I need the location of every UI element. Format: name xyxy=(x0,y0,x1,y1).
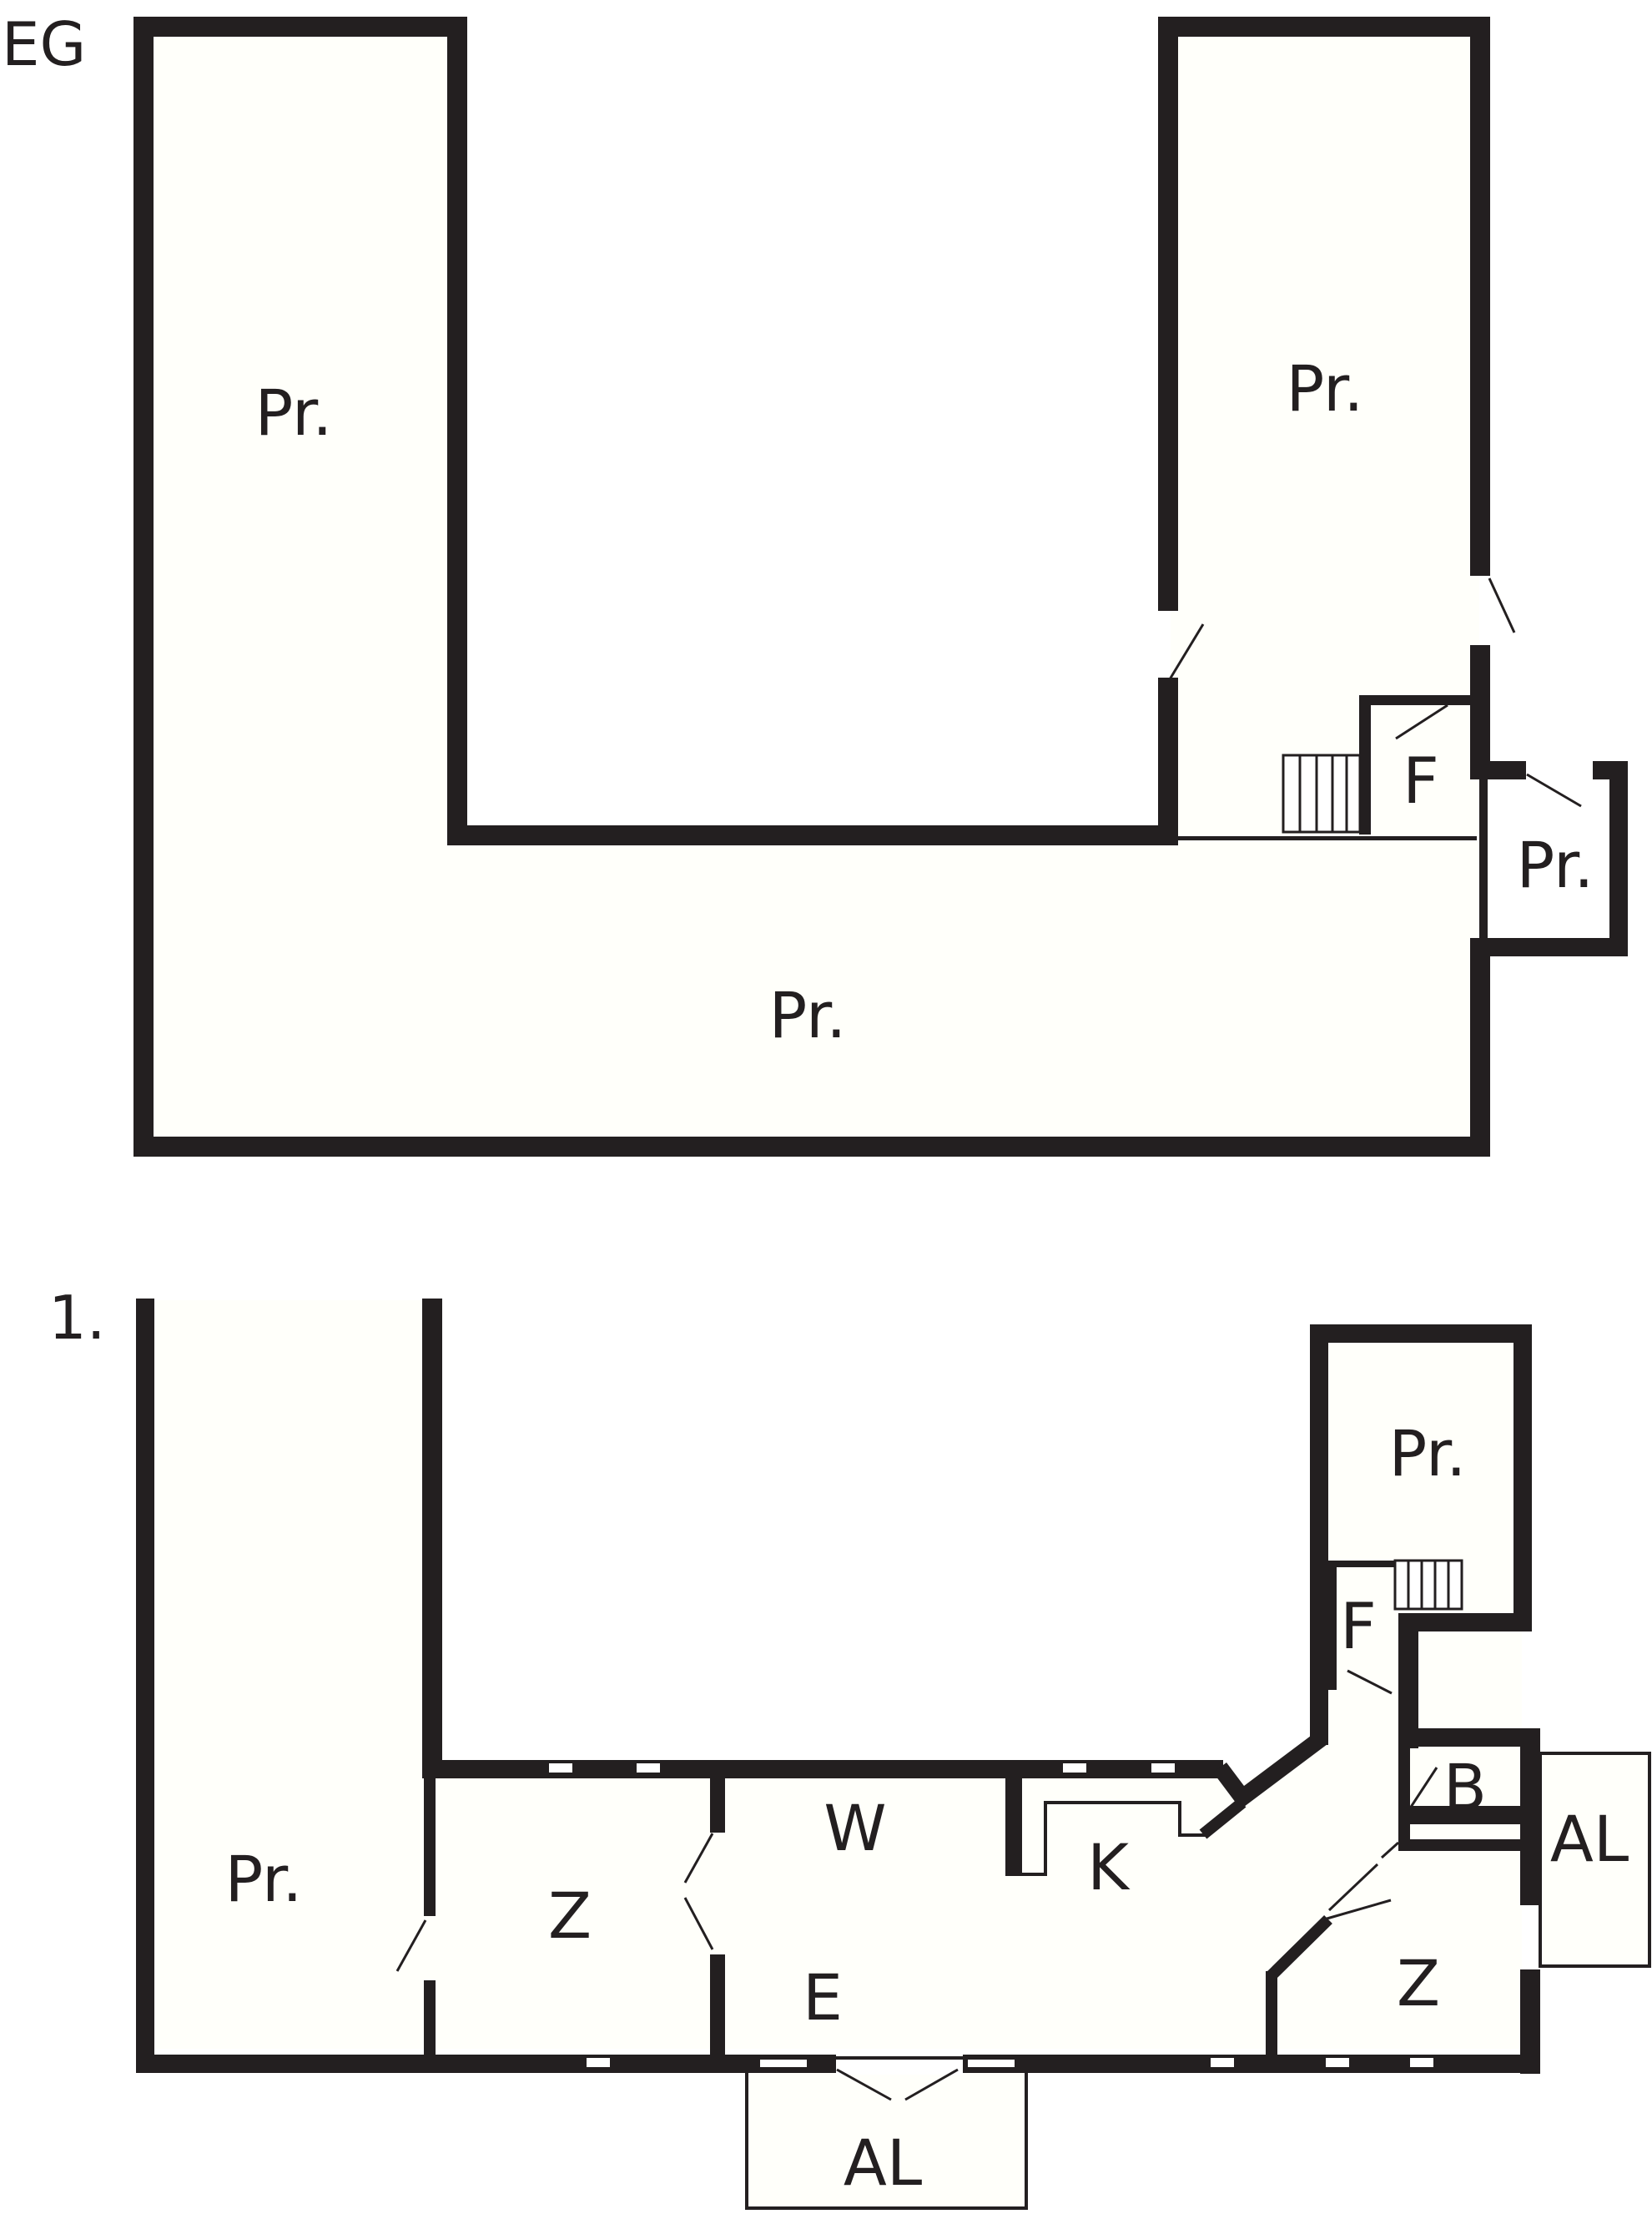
first-floor-plan: 1. Pr. Z W E K Pr. F B Z AL AL xyxy=(48,1283,1651,2210)
first-room-e: E xyxy=(803,1960,843,2035)
ground-floor-plan: EG Pr. Pr. Pr. F Pr. xyxy=(2,9,1628,1157)
first-floor-balcony-south-area xyxy=(747,2058,1026,2208)
ground-walls xyxy=(133,17,1628,1157)
first-doors xyxy=(395,1669,1438,2101)
first-floor-area xyxy=(145,1300,1522,2049)
first-wall-diagonal-north xyxy=(1213,1694,1327,1809)
first-room-k: K xyxy=(1087,1830,1131,1904)
ground-floor-label: EG xyxy=(2,9,86,79)
first-wall-diagonal-z xyxy=(1266,1915,1332,1989)
first-room-w: W xyxy=(823,1791,886,1865)
ground-doors xyxy=(1168,577,1582,808)
first-room-z-west: Z xyxy=(548,1879,592,1953)
first-balcony-south-label: AL xyxy=(844,2126,922,2200)
first-balcony-east-label: AL xyxy=(1550,1802,1629,1876)
first-wall-diagonal-kitchen xyxy=(1199,1798,1247,1839)
first-floor-label: 1. xyxy=(48,1283,106,1353)
first-windows xyxy=(549,1763,1433,2075)
ground-room-stair-hall: F xyxy=(1403,744,1439,818)
first-room-z-east: Z xyxy=(1397,1946,1440,2020)
first-balcony-south xyxy=(745,2056,1028,2210)
kitchen-counter xyxy=(1011,1801,1208,1876)
first-room-f: F xyxy=(1340,1589,1377,1663)
first-room-west-wing: Pr. xyxy=(225,1842,303,1916)
ground-room-east-wing: Pr. xyxy=(1287,351,1364,426)
ground-room-annex: Pr. xyxy=(1517,828,1594,902)
ground-room-south-wing: Pr. xyxy=(769,978,847,1052)
ground-stairs xyxy=(1282,754,1362,834)
ground-floor-area xyxy=(142,26,1479,1143)
first-stairs xyxy=(1393,1559,1463,1611)
first-room-pr-north: Pr. xyxy=(1389,1416,1467,1490)
first-balcony-east xyxy=(1539,1752,1651,1968)
first-floor-balcony-east-area xyxy=(1540,1753,1649,1966)
ground-room-west-wing: Pr. xyxy=(255,376,333,450)
first-room-b: B xyxy=(1443,1750,1487,1824)
